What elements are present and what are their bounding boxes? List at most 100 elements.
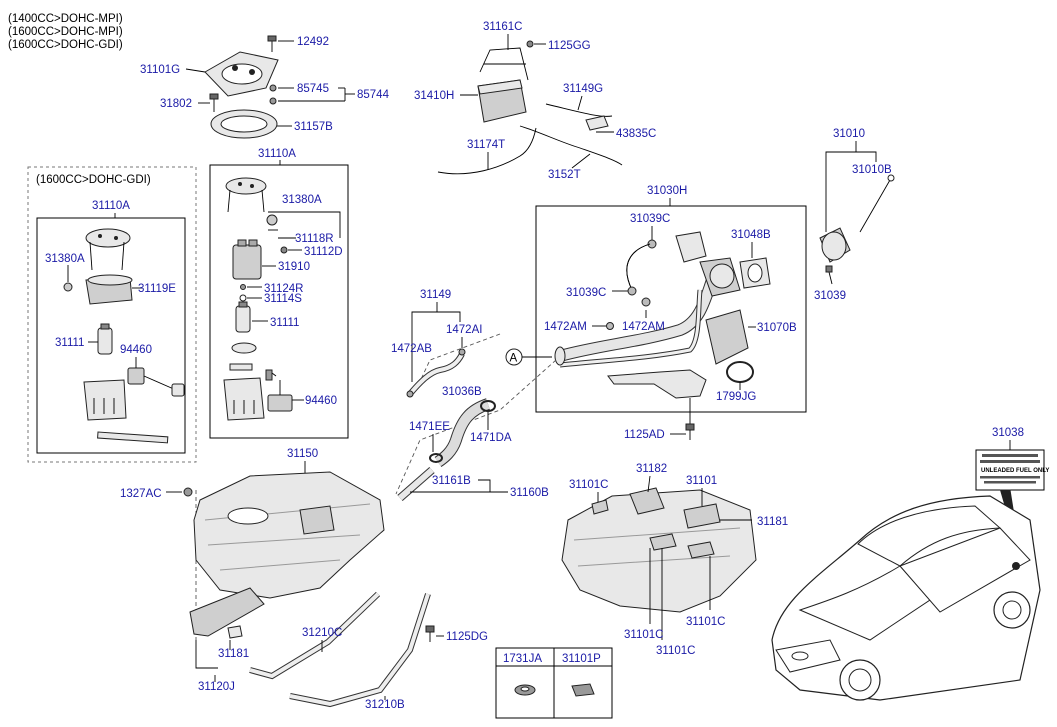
car-illustration <box>771 495 1041 701</box>
label-31150[interactable]: 31150 <box>287 448 318 460</box>
label-31181-b[interactable]: 31181 <box>218 648 249 660</box>
label-31112D[interactable]: 31112D <box>304 246 343 258</box>
table-header-1731JA[interactable]: 1731JA <box>503 653 542 665</box>
gasket-1799JG <box>726 361 754 383</box>
label-1125AD[interactable]: 1125AD <box>624 429 665 441</box>
label-31110A-inset[interactable]: 31110A <box>92 200 130 212</box>
gasket-31048B <box>739 257 771 289</box>
pressure-regulator-31380A <box>266 214 278 226</box>
inset-cup <box>83 379 127 421</box>
label-31118R[interactable]: 31118R <box>295 233 334 245</box>
lock-ring-31157B <box>210 109 278 139</box>
label-31181-a[interactable]: 31181 <box>757 516 788 528</box>
label-1471DA[interactable]: 1471DA <box>470 432 512 444</box>
label-31120J[interactable]: 31120J <box>198 681 235 693</box>
label-31802[interactable]: 31802 <box>160 98 192 110</box>
label-1472AM-b[interactable]: 1472AM <box>622 321 665 333</box>
label-31111-b[interactable]: 31111 <box>270 317 299 329</box>
label-31380A-b[interactable]: 31380A <box>45 253 85 265</box>
label-31149G[interactable]: 31149G <box>563 83 603 95</box>
label-1472AI[interactable]: 1472AI <box>446 324 482 336</box>
canister-31410H <box>477 79 527 123</box>
label-12492[interactable]: 12492 <box>297 36 329 48</box>
label-31124R[interactable]: 31124R <box>264 283 303 295</box>
screw-12492 <box>267 35 277 52</box>
label-31157B[interactable]: 31157B <box>294 121 333 133</box>
fuel-pump-31111 <box>235 301 251 333</box>
label-31030H[interactable]: 31030H <box>647 185 687 197</box>
part-table: 1731JA 31101P <box>495 647 613 719</box>
table-header-31101P[interactable]: 31101P <box>562 653 601 665</box>
inset-title: (1600CC>DOHC-GDI) <box>36 174 151 186</box>
label-A[interactable]: A <box>510 353 518 365</box>
label-31174T[interactable]: 31174T <box>467 139 505 151</box>
label-31160B[interactable]: 31160B <box>510 487 549 499</box>
label-31119E[interactable]: 31119E <box>138 283 176 295</box>
label-31101C-a[interactable]: 31101C <box>569 479 608 491</box>
label-31101G[interactable]: 31101G <box>140 64 180 76</box>
label-31161C[interactable]: 31161C <box>483 21 522 33</box>
label-94460-a[interactable]: 94460 <box>120 344 152 356</box>
label-94460-b[interactable]: 94460 <box>305 395 337 407</box>
label-31101C-b[interactable]: 31101C <box>624 629 663 641</box>
ref-marker-A: A <box>505 348 523 366</box>
part-85745b <box>269 97 277 105</box>
label-85745[interactable]: 85745 <box>297 83 329 95</box>
label-1799JG[interactable]: 1799JG <box>716 391 756 403</box>
engine-note-1: (1400CC>DOHC-MPI) <box>8 13 123 25</box>
fuel-sender-94460-b <box>267 380 293 412</box>
label-31039C-b[interactable]: 31039C <box>566 287 606 299</box>
label-85744[interactable]: 85744 <box>357 89 390 101</box>
bolt-31802 <box>209 93 219 112</box>
label-31380A-a[interactable]: 31380A <box>282 194 322 206</box>
engine-note-3: (1600CC>DOHC-GDI) <box>8 39 123 51</box>
fuel-filter-31910 <box>232 239 262 280</box>
label-31101C-d[interactable]: 31101C <box>656 645 695 657</box>
label-3152T[interactable]: 3152T <box>548 169 581 181</box>
fuel-tank-alt <box>561 487 757 613</box>
heat-shield-31070B <box>705 309 749 365</box>
label-31039[interactable]: 31039 <box>814 290 846 302</box>
inset-float-arm <box>97 431 169 444</box>
bolt-1125AD <box>685 423 695 440</box>
label-31910[interactable]: 31910 <box>278 261 310 273</box>
sticker-text: UNLEADED FUEL ONLY <box>981 468 1049 474</box>
label-31149[interactable]: 31149 <box>420 289 451 301</box>
label-31038[interactable]: 31038 <box>992 427 1024 439</box>
inset-pump <box>97 323 113 355</box>
label-31111-a[interactable]: 31111 <box>55 337 84 349</box>
label-31039C-a[interactable]: 31039C <box>630 213 670 225</box>
tank-strap-31210C <box>249 591 381 680</box>
label-1472AM-a[interactable]: 1472AM <box>544 321 587 333</box>
label-31210B[interactable]: 31210B <box>365 699 405 711</box>
label-31010[interactable]: 31010 <box>833 128 865 140</box>
label-31101C-c[interactable]: 31101C <box>686 616 725 628</box>
label-31182[interactable]: 31182 <box>636 463 667 475</box>
label-31210C[interactable]: 31210C <box>302 627 342 639</box>
bracket-43835C <box>585 115 609 131</box>
filler-hose-31036B <box>434 398 491 467</box>
label-31161B[interactable]: 31161B <box>432 475 471 487</box>
heat-shield-31120J <box>189 587 265 639</box>
label-1327AC[interactable]: 1327AC <box>120 488 162 500</box>
engine-note-2: (1600CC>DOHC-MPI) <box>8 26 123 38</box>
label-1125DG[interactable]: 1125DG <box>446 631 488 643</box>
label-1471EE[interactable]: 1471EE <box>409 421 450 433</box>
filler-head <box>675 231 741 297</box>
label-1125GG[interactable]: 1125GG <box>548 40 591 52</box>
label-31048B[interactable]: 31048B <box>731 229 771 241</box>
label-31036B[interactable]: 31036B <box>442 386 482 398</box>
label-31410H[interactable]: 31410H <box>414 90 454 102</box>
label-31110A-top[interactable]: 31110A <box>258 148 296 160</box>
label-43835C[interactable]: 43835C <box>616 128 656 140</box>
bolt-1125DG <box>425 625 435 642</box>
filler-neck-pipe <box>554 278 718 368</box>
label-31070B[interactable]: 31070B <box>757 322 797 334</box>
gdi-inset-box <box>27 166 197 463</box>
pump-strainer <box>231 342 257 354</box>
label-31101[interactable]: 31101 <box>686 475 717 487</box>
label-31010B[interactable]: 31010B <box>852 164 892 176</box>
label-31114S[interactable]: 31114S <box>264 293 302 305</box>
label-1472AB[interactable]: 1472AB <box>391 343 432 355</box>
